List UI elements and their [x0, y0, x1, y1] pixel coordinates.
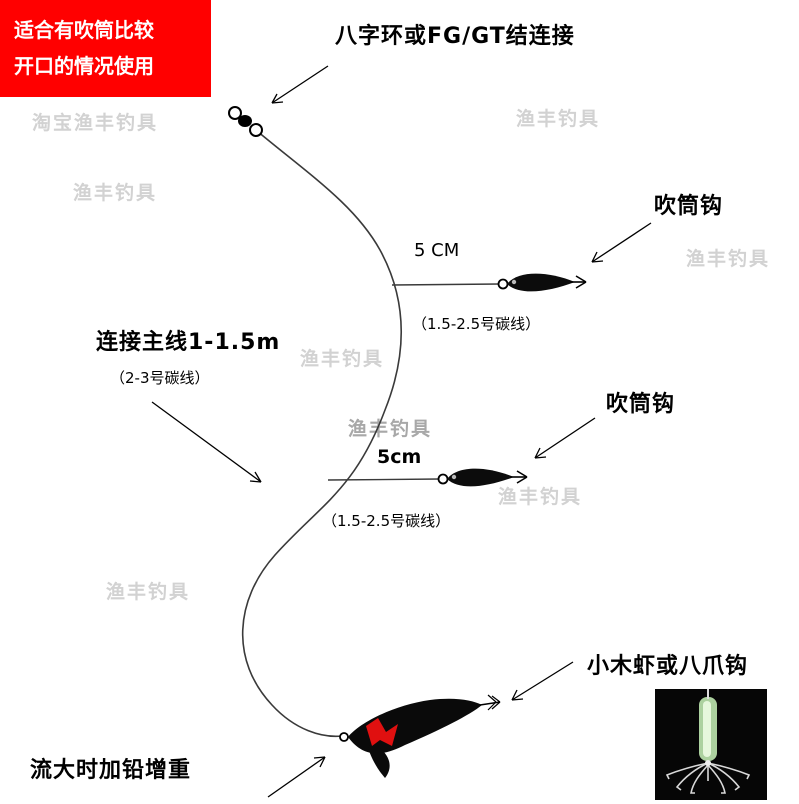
label-main-line-spec: （2-3号碳线） — [110, 369, 210, 387]
label-main-line: 连接主线1-1.5m — [96, 330, 281, 355]
blowgun-hook-top — [497, 273, 587, 292]
label-hook-mid: 吹筒钩 — [606, 392, 676, 417]
usage-banner: 适合有吹筒比较 开口的情况使用 — [0, 0, 211, 97]
swivel — [228, 106, 263, 137]
watermark: 渔丰钓具 — [106, 581, 191, 603]
arrow-squid-jig — [511, 661, 574, 701]
arrow-hook-top — [591, 222, 652, 263]
label-distance-mid: 5cm — [377, 446, 422, 468]
branch-line-mid — [327, 478, 441, 481]
squid-jig — [339, 694, 501, 778]
branch-line-top — [391, 283, 501, 286]
watermark: 渔丰钓具 — [686, 248, 771, 270]
banner-line-1: 适合有吹筒比较 — [14, 18, 154, 42]
label-line-spec-mid: （1.5-2.5号碳线） — [322, 512, 451, 530]
watermark: 渔丰钓具 — [348, 418, 433, 440]
label-hook-top: 吹筒钩 — [654, 194, 724, 219]
label-line-spec-top: （1.5-2.5号碳线） — [412, 315, 541, 333]
watermark: 渔丰钓具 — [73, 182, 158, 204]
blowgun-hook-mid — [437, 468, 528, 487]
arrow-hook-mid — [534, 417, 596, 459]
arrow-weight — [267, 756, 326, 798]
watermark-taobao: 淘宝渔丰钓具 — [32, 112, 159, 134]
arrow-main-line — [151, 401, 262, 483]
arrow-connector — [271, 65, 329, 104]
main-line — [241, 130, 403, 738]
watermark: 渔丰钓具 — [300, 348, 385, 370]
label-connector: 八字环或FG/GT结连接 — [335, 24, 575, 49]
banner-line-2: 开口的情况使用 — [14, 54, 154, 78]
octopus-hook-photo — [655, 689, 767, 800]
watermark: 渔丰钓具 — [498, 486, 583, 508]
label-weight: 流大时加铅增重 — [30, 758, 192, 783]
watermark: 渔丰钓具 — [516, 108, 601, 130]
label-distance-top: 5 CM — [414, 240, 460, 261]
label-squid-jig: 小木虾或八爪钩 — [587, 654, 749, 679]
